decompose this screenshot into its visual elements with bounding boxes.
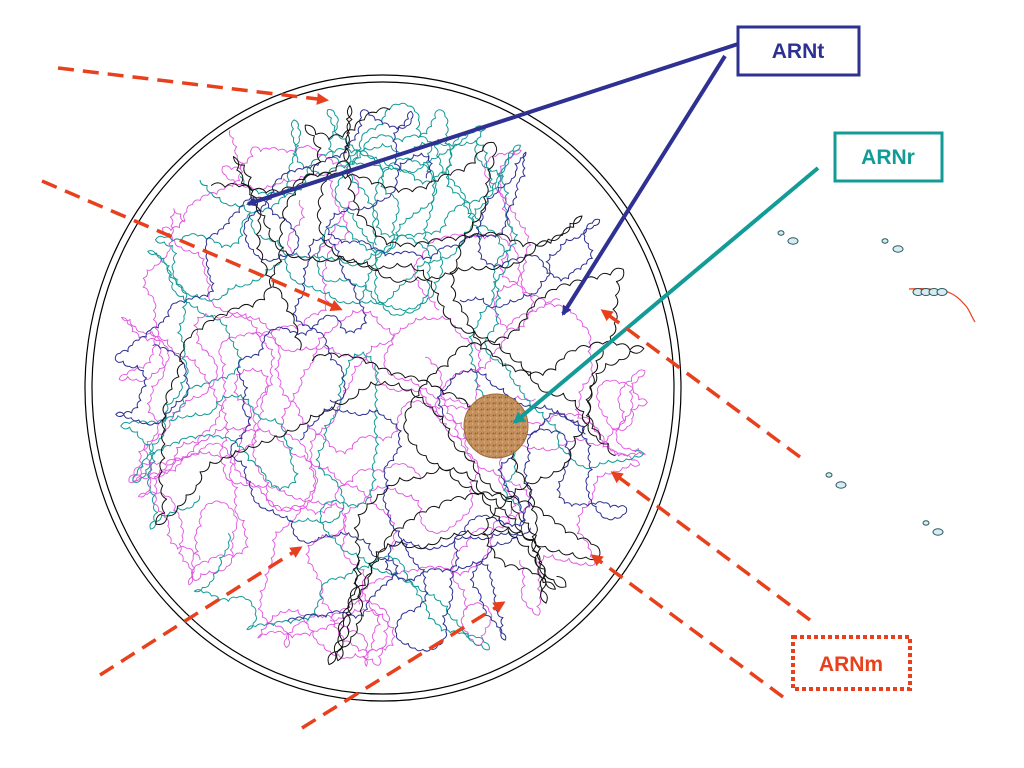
cell-inner-membrane: [91, 81, 675, 695]
rna-strand: [199, 144, 521, 316]
mrna-label-box: [791, 635, 912, 691]
polysome-ribosome-4: [936, 288, 948, 296]
rna-strand: [120, 250, 299, 530]
trna-label: ARNt: [772, 40, 825, 63]
ribosome-small-2a: [881, 238, 889, 244]
rna-strand: [118, 316, 480, 653]
ribosome-small-4a: [922, 520, 930, 526]
cell-outer-membrane: [84, 74, 682, 702]
rna-strand: [137, 208, 269, 586]
rna-strand: [132, 145, 398, 550]
mrna-arrow-6: [99, 546, 303, 677]
rrna-group: ARNr: [512, 131, 944, 424]
mrna-arrow-3: [600, 309, 802, 459]
mrna-label: ARNm: [819, 653, 883, 676]
rna-strand: [114, 109, 414, 426]
mrna-arrow-4: [610, 471, 812, 622]
rna-strand: [251, 298, 648, 457]
ribosome-large-2b: [892, 245, 904, 253]
cell: [84, 74, 682, 702]
free-ribosomes: [777, 230, 944, 536]
ribosome-small-3a: [825, 472, 833, 478]
trna-arrow-right: [561, 54, 727, 316]
rna-strand: [325, 151, 601, 309]
rna-strand: [155, 107, 548, 604]
rrna-label: ARNr: [861, 146, 915, 169]
rna-strand: [128, 313, 517, 646]
ribosome-large-4b: [932, 528, 944, 536]
mrna-arrow-2: [41, 179, 343, 311]
ribosome: [463, 393, 529, 459]
rna-strand: [210, 141, 645, 666]
trna-arrow-left: [246, 42, 739, 207]
rrna-label-box: [833, 131, 944, 183]
mrna-group: ARNm: [41, 66, 912, 730]
rna-strand: [336, 267, 625, 662]
mrna-arrow-5: [590, 554, 785, 699]
rrna-arrow: [512, 166, 820, 424]
rna-strand: [230, 237, 399, 622]
trna-group: ARNt: [246, 25, 861, 316]
ribosome-large-3b: [835, 481, 847, 489]
rna-strands: [114, 102, 648, 667]
ribosome-small-1a: [777, 230, 785, 236]
ribosome-large-1b: [787, 237, 799, 245]
trna-label-box: [736, 25, 861, 77]
rna-strand: [161, 129, 532, 605]
rna-strand: [193, 351, 490, 651]
rna-strand: [299, 406, 586, 652]
rna-strand: [385, 368, 628, 582]
polysome: [908, 288, 976, 323]
rna-strand: [257, 309, 536, 667]
rna-strand: [232, 105, 616, 457]
mrna-arrow-1: [57, 66, 329, 105]
mrna-arrow-7: [301, 601, 506, 730]
